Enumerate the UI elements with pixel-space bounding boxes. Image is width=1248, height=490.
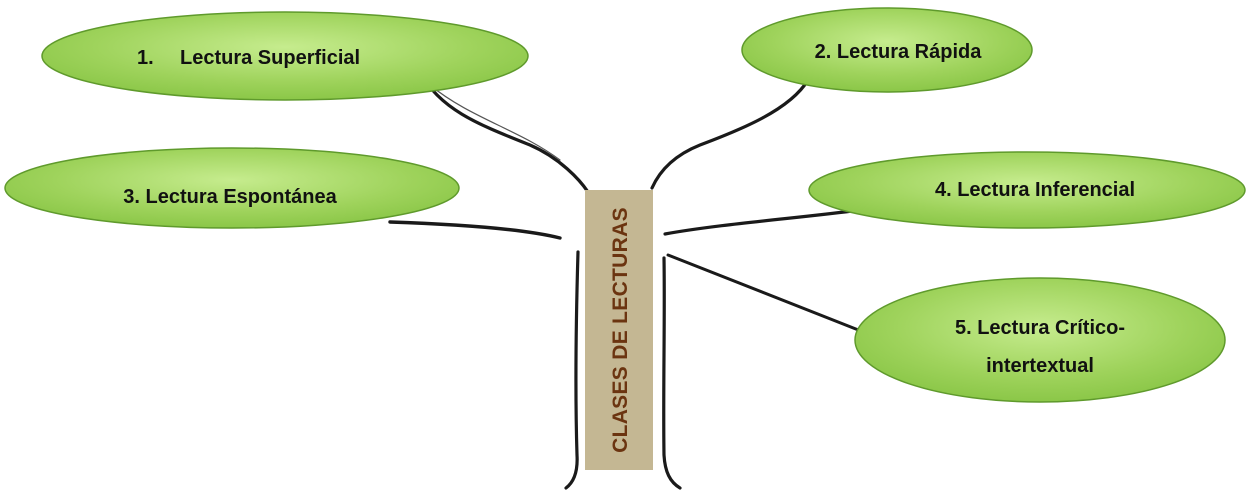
branch-middle-right xyxy=(663,208,862,236)
node-label-line-1: 5. Lectura Crítico- xyxy=(955,317,1125,339)
node-lectura-inferencial[interactable]: 4. Lectura Inferencial xyxy=(808,151,1246,229)
node-lectura-superficial[interactable]: 1. Lectura Superficial xyxy=(41,11,529,101)
connector-node-5 xyxy=(666,253,868,335)
branch-upper-left xyxy=(418,70,590,194)
node-ellipse xyxy=(4,147,460,229)
node-number: 1. xyxy=(137,47,154,69)
node-lectura-rapida[interactable]: 2. Lectura Rápida xyxy=(741,7,1033,93)
trunk-label: CLASES DE LECTURAS xyxy=(609,207,632,453)
branch-upper-right xyxy=(650,78,810,190)
node-label: 4. Lectura Inferencial xyxy=(935,179,1135,201)
trunk: CLASES DE LECTURAS xyxy=(585,190,653,470)
node-ellipse xyxy=(854,277,1226,403)
node-ellipse xyxy=(808,151,1246,229)
node-ellipse xyxy=(41,11,529,101)
trunk-box xyxy=(585,190,653,470)
node-ellipse xyxy=(741,7,1033,93)
branch-middle-left xyxy=(388,220,562,240)
node-label-line-2: intertextual xyxy=(986,355,1094,377)
node-label: Lectura Superficial xyxy=(180,47,360,69)
node-label: 2. Lectura Rápida xyxy=(815,41,983,63)
branch-upper-left-thin xyxy=(429,84,561,161)
node-lectura-espontanea[interactable]: 3. Lectura Espontánea xyxy=(4,147,460,229)
trunk-line-right xyxy=(662,256,682,490)
node-label: 3. Lectura Espontánea xyxy=(123,186,337,208)
trunk-line-left xyxy=(564,250,580,490)
node-lectura-critico-intertextual[interactable]: 5. Lectura Crítico- intertextual xyxy=(854,277,1226,403)
tree-branches xyxy=(388,70,868,490)
